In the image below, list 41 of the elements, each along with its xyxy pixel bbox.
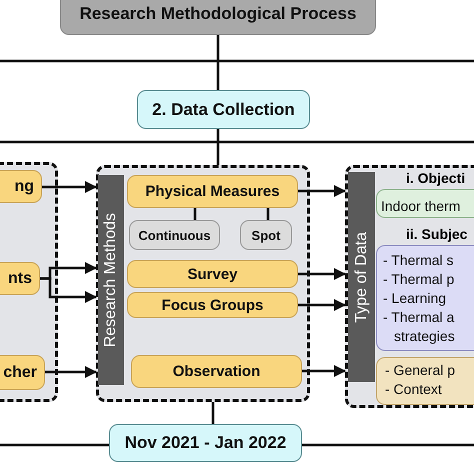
connector-line (194, 208, 196, 220)
stage-box: Nov 2021 - Jan 2022 (109, 424, 302, 462)
method-box: Survey (127, 260, 298, 288)
connector-line (302, 444, 474, 446)
process-box: cher (0, 355, 45, 390)
arrow (302, 365, 346, 377)
list-item: - Thermal p (383, 270, 456, 289)
process-box: nts (0, 262, 40, 295)
arrow (298, 268, 346, 280)
list-item: - Context (385, 380, 443, 399)
list-item: - Learning (383, 289, 448, 308)
list-item: - Thermal a strategies (383, 308, 456, 346)
arrow (45, 366, 97, 378)
connector-line (216, 129, 220, 165)
sub-method-box: Spot (240, 220, 292, 250)
list-item: - General p (385, 361, 456, 380)
arrow (42, 181, 97, 193)
sub-method-box: Continuous (129, 220, 220, 250)
list-item: - Thermal s (383, 251, 455, 270)
data-list-panel (376, 357, 474, 405)
dashed-group-box (345, 165, 474, 408)
connector-line (0, 444, 109, 446)
data-box: Indoor therm (376, 189, 474, 218)
title-box: Research Methodological Process (60, 0, 376, 35)
dashed-group-box (0, 162, 58, 402)
connector-line (216, 35, 220, 90)
connector-line (212, 402, 214, 424)
process-box: ng (0, 170, 42, 203)
dashed-group-box (96, 165, 310, 402)
arrow (40, 277, 97, 303)
method-box: Observation (131, 355, 302, 388)
section-heading: ii. Subjec (406, 226, 468, 242)
arrow (298, 185, 346, 197)
vertical-label-bar: Research Methods (98, 175, 124, 385)
section-heading: i. Objecti (406, 170, 466, 186)
vertical-label-bar: Type of Data (348, 172, 375, 382)
arrow (298, 299, 346, 311)
method-box: Focus Groups (127, 292, 298, 318)
connector-line (266, 208, 270, 220)
stage-box: 2. Data Collection (137, 90, 310, 129)
method-box: Physical Measures (127, 175, 298, 208)
